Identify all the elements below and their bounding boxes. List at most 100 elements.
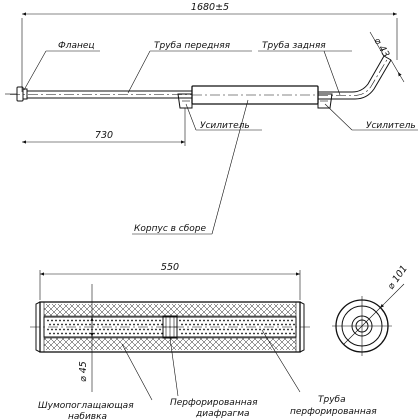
perforation-hole <box>197 323 199 326</box>
perforation-hole <box>193 323 195 326</box>
perforation-hole <box>231 328 233 331</box>
perforation-hole <box>233 332 235 335</box>
perforation-hole <box>249 332 251 335</box>
perforation-hole <box>221 323 223 326</box>
sound-absorbing-label-line2: набивка <box>68 412 107 420</box>
flange-callout: Фланец <box>23 41 100 91</box>
perforation-hole <box>293 332 295 335</box>
perforation-hole <box>87 319 89 322</box>
perforation-hole <box>185 323 187 326</box>
perforation-hole <box>63 328 65 331</box>
perforation-hole <box>85 332 87 335</box>
perforation-hole <box>259 319 261 322</box>
perforation-hole <box>219 319 221 322</box>
perforation-hole <box>135 328 137 331</box>
perforation-hole <box>47 319 49 322</box>
perforation-hole <box>235 319 237 322</box>
perforation-hole <box>225 323 227 326</box>
perforation-hole <box>71 319 73 322</box>
perforation-hole <box>51 328 53 331</box>
perforation-hole <box>109 332 111 335</box>
perforation-hole <box>143 319 145 322</box>
perforation-hole <box>213 332 215 335</box>
perforated-pipe-label-line1: Труба <box>318 395 346 405</box>
perforation-hole <box>143 328 145 331</box>
perforation-hole <box>211 319 213 322</box>
perforation-hole <box>207 319 209 322</box>
flange-label: Фланец <box>58 41 95 51</box>
perforation-hole <box>253 332 255 335</box>
perforation-hole <box>155 319 157 322</box>
perforation-hole <box>233 323 235 326</box>
perforation-hole <box>253 323 255 326</box>
perforation-hole <box>77 332 79 335</box>
perforated-pipe-label-line2: перфорированная <box>290 407 377 417</box>
pipe-assembly-view: 1680±5 <box>5 2 418 235</box>
perforation-hole <box>47 328 49 331</box>
perforation-holes <box>47 319 295 335</box>
rear-pipe-label: Труба задняя <box>262 41 326 51</box>
perforation-hole <box>235 328 237 331</box>
perforation-hole <box>217 323 219 326</box>
perforation-hole <box>271 319 273 322</box>
perforation-hole <box>205 332 207 335</box>
perforation-hole <box>103 319 105 322</box>
sound-absorbing-label-line1: Шумопоглащающая <box>38 401 134 411</box>
perforated-diaphragm-label-line2: диафрагма <box>195 409 250 419</box>
perforation-hole <box>59 319 61 322</box>
perforation-hole <box>129 323 131 326</box>
perforation-hole <box>281 323 283 326</box>
perforation-hole <box>283 319 285 322</box>
perforation-hole <box>123 319 125 322</box>
perforation-hole <box>139 328 141 331</box>
perforation-hole <box>111 328 113 331</box>
reinforcement-left-callout: Усилитель <box>185 103 262 131</box>
perforation-hole <box>197 332 199 335</box>
perforation-hole <box>159 319 161 322</box>
perforation-hole <box>183 319 185 322</box>
perforation-hole <box>247 328 249 331</box>
perforation-hole <box>213 323 215 326</box>
front-length-value: 730 <box>95 130 113 141</box>
perforation-hole <box>277 332 279 335</box>
perforation-hole <box>117 332 119 335</box>
perforation-hole <box>133 332 135 335</box>
reinforcement-left-part <box>177 93 193 109</box>
perforation-hole <box>245 332 247 335</box>
perforation-hole <box>189 323 191 326</box>
perforation-hole <box>137 332 139 335</box>
perforation-hole <box>291 319 293 322</box>
perforation-hole <box>145 323 147 326</box>
tube-diameter-value: ⌀ 43 <box>371 36 391 60</box>
perforation-hole <box>145 332 147 335</box>
perforation-hole <box>75 328 77 331</box>
perforation-hole <box>153 332 155 335</box>
perforation-hole <box>241 323 243 326</box>
perforation-hole <box>87 328 89 331</box>
sound-absorbing-callout: Шумопоглащающая набивка <box>38 343 153 420</box>
perforation-hole <box>57 332 59 335</box>
perforation-hole <box>249 323 251 326</box>
perforation-hole <box>119 328 121 331</box>
perforation-hole <box>93 332 95 335</box>
perforation-hole <box>53 332 55 335</box>
perforation-hole <box>89 332 91 335</box>
perforation-hole <box>123 328 125 331</box>
perforation-hole <box>185 332 187 335</box>
perforation-hole <box>113 332 115 335</box>
perforation-hole <box>157 323 159 326</box>
perforation-hole <box>205 323 207 326</box>
perforated-diaphragm-callout: Перфорированная диафрагма <box>169 337 258 419</box>
perforation-hole <box>265 323 267 326</box>
perforation-hole <box>203 328 205 331</box>
perforation-hole <box>263 328 265 331</box>
perforation-hole <box>81 323 83 326</box>
muffler-section-view: 550 <box>30 262 377 420</box>
perforation-hole <box>61 332 63 335</box>
perforation-hole <box>107 319 109 322</box>
perforation-hole <box>271 328 273 331</box>
perforation-hole <box>275 319 277 322</box>
perforation-hole <box>239 328 241 331</box>
perforation-hole <box>99 319 101 322</box>
